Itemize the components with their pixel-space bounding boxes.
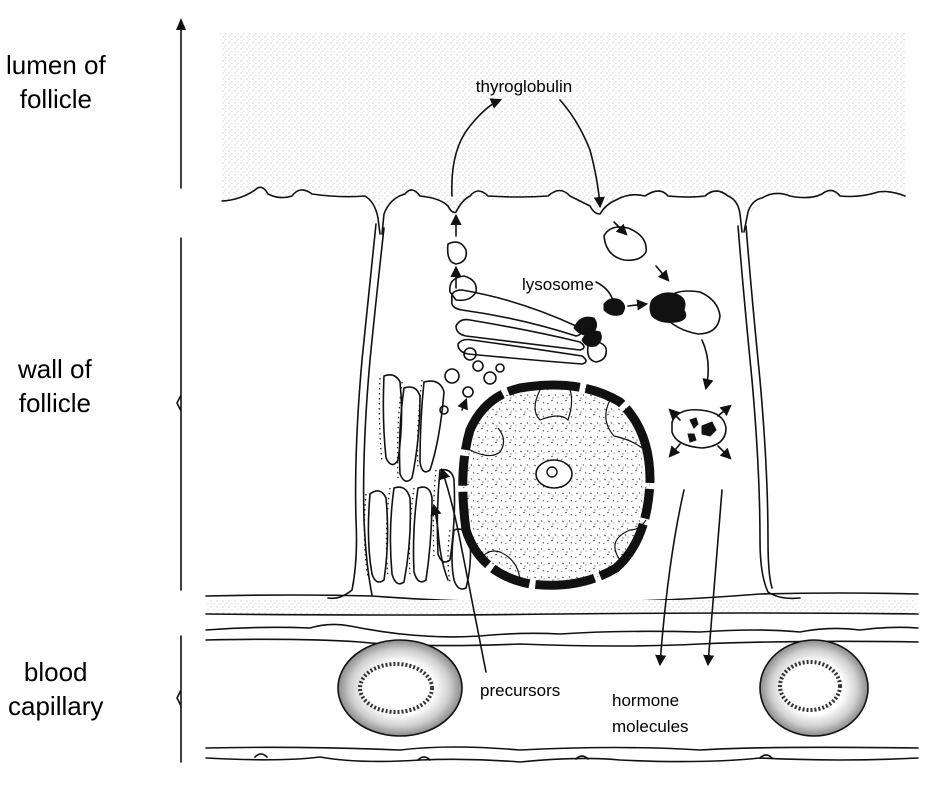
left-cell-wall-inner [364, 228, 384, 595]
transport-vesicle-5 [496, 364, 504, 372]
nucleolus [536, 460, 572, 488]
wall-bracket-line [177, 238, 181, 590]
rer-cisterna-3 [420, 381, 444, 472]
side-brackets [176, 18, 186, 762]
rer-cisterna-2 [400, 387, 421, 481]
arrow-er-to-golgi [462, 400, 466, 410]
rer-cisterna-4 [368, 491, 387, 582]
basal-lamina [206, 600, 918, 614]
endothelium-bottom-outer [206, 757, 918, 762]
arrow-lysosome-fusion [628, 304, 646, 306]
label-lysosome: lysosome [522, 275, 594, 294]
arrow-to-residual-body [702, 340, 708, 388]
lysosome-leader [596, 282, 612, 298]
arrow-to-phagolysosome [656, 266, 668, 280]
lumen-bracket-arrow [176, 18, 186, 30]
residual-body-granules [688, 418, 716, 442]
arrow-release-4 [718, 446, 730, 458]
rer-cisterna-5 [390, 487, 410, 584]
arrow-release-2 [718, 406, 730, 416]
arrow-release-3 [670, 444, 680, 456]
arrow-precursors-2 [434, 506, 448, 580]
lysosome-body [604, 299, 625, 316]
golgi-cisterna-2 [456, 320, 584, 350]
rer-cisterna-6 [414, 487, 433, 582]
phagolysosome-dense-content [650, 293, 686, 323]
secretory-vesicle-2 [450, 276, 476, 300]
transport-vesicle-2 [473, 361, 483, 371]
transport-vesicle-3 [445, 369, 459, 383]
arrow-hormone-2 [708, 490, 722, 664]
arrow-release-1 [670, 410, 680, 420]
red-blood-cell-right [760, 640, 868, 736]
transport-vesicle-6 [463, 387, 473, 397]
label-precursors: precursors [480, 681, 560, 700]
transport-vesicle-7 [440, 406, 448, 414]
red-blood-cell-left [338, 640, 462, 736]
transport-vesicle-4 [484, 372, 496, 384]
nucleus [463, 385, 650, 585]
capillary-bracket-line [177, 636, 181, 762]
label-molecules: molecules [612, 717, 689, 736]
label-hormone: hormone [612, 691, 679, 710]
red-blood-cells [338, 640, 868, 736]
lumen-colloid [220, 32, 905, 212]
endothelium-bottom [206, 747, 918, 750]
label-thyroglobulin: thyroglobulin [476, 77, 572, 96]
right-cell-wall [738, 226, 800, 598]
secretory-vesicle-1 [448, 242, 467, 264]
rough-er [364, 375, 470, 589]
endothelium-top [206, 624, 918, 636]
arrow-hormone-1 [660, 490, 684, 664]
right-cell-wall-inner [746, 226, 772, 588]
